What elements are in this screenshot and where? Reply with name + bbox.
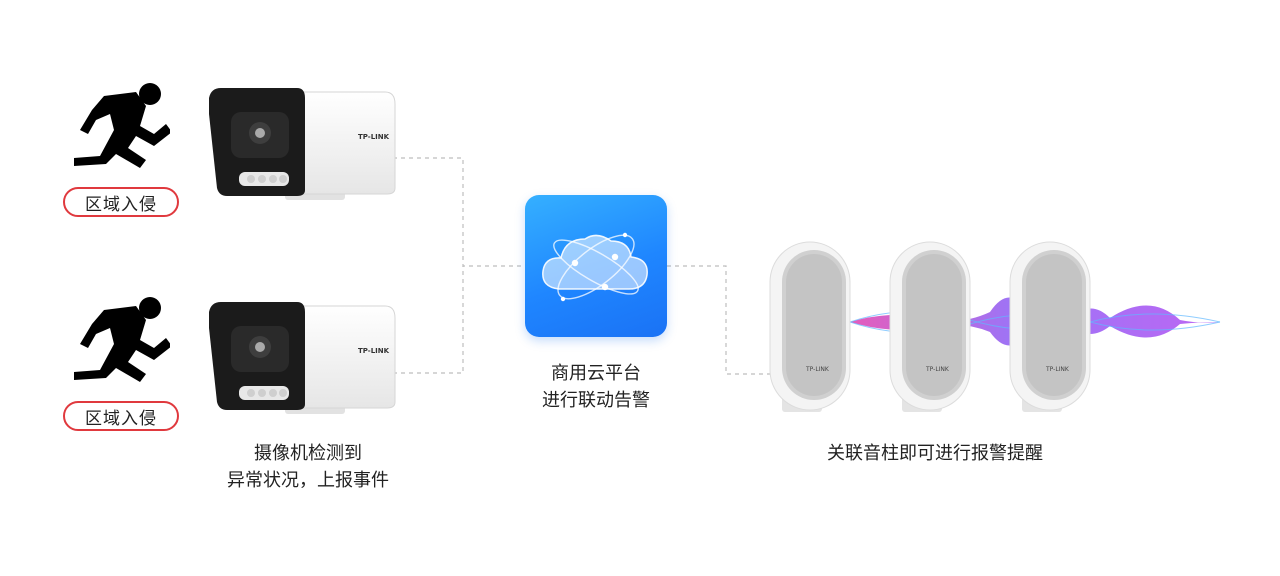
connector-bottom-camera: [393, 266, 464, 374]
cloud-caption-line1: 商用云平台: [551, 363, 641, 384]
intrusion-tag-top: 区域入侵: [63, 187, 179, 217]
speaker-1: [769, 241, 851, 412]
cloud-platform-tile: [525, 195, 667, 337]
speaker-1-brand: TP-LINK: [806, 366, 829, 373]
intrusion-tag-bottom: 区域入侵: [63, 401, 179, 431]
cloud-caption: 商用云平台 进行联动告警: [500, 360, 692, 414]
connector-speakers: [667, 265, 770, 375]
runner-icon: [74, 297, 170, 382]
connector-top-camera: [393, 157, 525, 267]
speaker-2: [889, 241, 971, 412]
speaker-3-brand: TP-LINK: [1046, 366, 1069, 373]
runner-icon: [74, 83, 170, 168]
speaker-3: [1009, 241, 1091, 412]
cloud-icon: [542, 232, 648, 302]
speaker-2-brand: TP-LINK: [926, 366, 949, 373]
camera-caption: 摄像机检测到 异常状况，上报事件: [200, 440, 416, 494]
camera-top: [209, 88, 396, 200]
camera-top-brand: TP-LINK: [358, 133, 390, 141]
camera-bottom-brand: TP-LINK: [358, 347, 390, 355]
camera-caption-line1: 摄像机检测到: [254, 443, 362, 464]
cloud-caption-line2: 进行联动告警: [542, 390, 650, 411]
camera-bottom: [209, 302, 396, 414]
speaker-caption: 关联音柱即可进行报警提醒: [827, 443, 1043, 464]
camera-caption-line2: 异常状况，上报事件: [227, 470, 389, 491]
